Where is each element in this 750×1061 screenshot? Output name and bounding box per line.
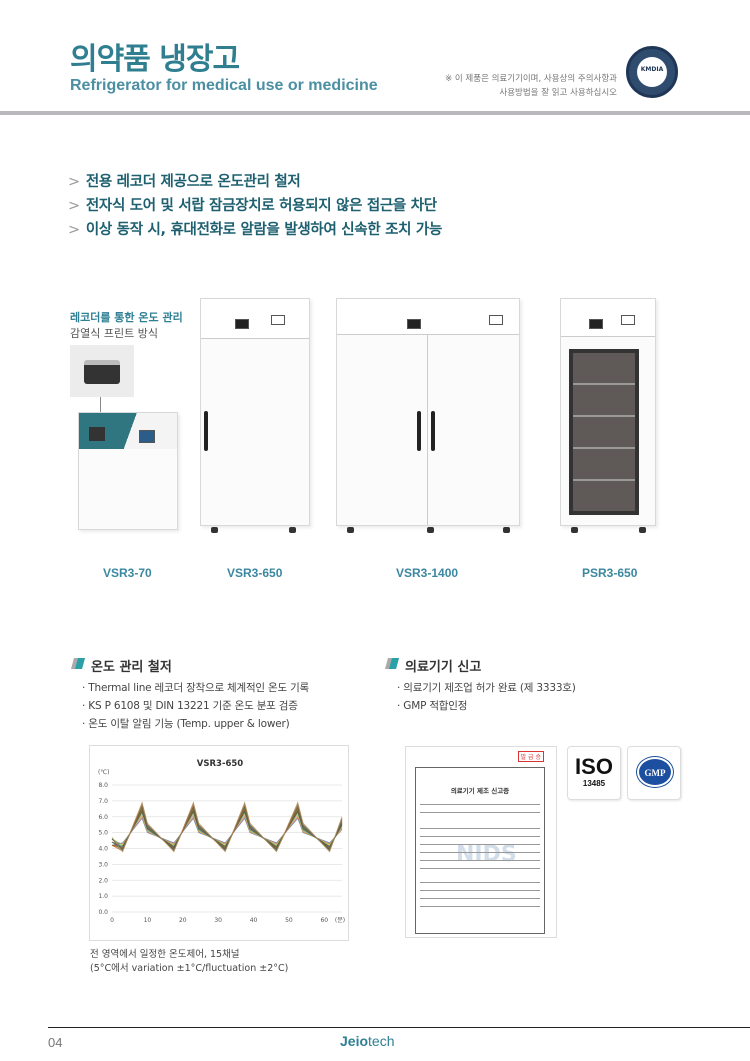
feature-text: 전자식 도어 및 서랍 잠금장치로 허용되지 않은 접근을 차단 [85,198,437,214]
product-image-psr3-650 [560,298,656,533]
kmdia-text: KMDIA [637,57,667,87]
x-tick-label: 60 [320,917,328,924]
chart-svg: VSR3-650 (℃) 0.0 1.0 2.0 3.0 4.0 5.0 6.0 7.0 8.0 0 1… [98,759,345,924]
x-tick-label: 20 [179,917,187,924]
product-image-vsr3-650 [200,298,310,533]
chart-caption: 전 영역에서 일정한 온도제어, 15채널 [90,949,240,960]
iso-number: 13485 [582,779,606,788]
footer-divider [48,1027,750,1028]
y-axis-label: (℃) [98,769,109,776]
product-label: VSR3-70 [103,566,152,580]
y-tick-label: 5.0 [98,830,108,837]
x-tick-label: 0 [110,917,114,924]
certificate-stamp: 발 급 승 [517,751,544,762]
chevron-right-icon: > [68,174,80,190]
chart-title: VSR3-650 [197,759,244,769]
page-number: 04 [48,1035,63,1050]
recorder-title: 레코더를 통한 온도 관리 [70,311,183,324]
brand-logo: Jeiotech [340,1033,395,1049]
gmp-text: GMP [644,768,666,778]
notice-line-1: ※ 이 제품은 의료기기이며, 사용상의 주의사항과 [445,74,617,84]
gmp-badge: GMP [627,746,681,800]
y-tick-label: 4.0 [98,846,108,853]
product-image-vsr3-70 [78,412,178,530]
section-marker-icon [71,658,85,669]
section-marker-icon [385,658,399,669]
iso-13485-badge: ISO 13485 [567,746,621,800]
y-tick-label: 6.0 [98,814,108,821]
list-item: · 온도 이탈 알림 기능 (Temp. upper & lower) [82,718,290,730]
product-label: PSR3-650 [582,566,638,580]
kmdia-badge-icon: KMDIA [626,46,678,98]
product-label: VSR3-650 [227,566,283,580]
x-tick-label: 30 [214,917,222,924]
y-tick-label: 7.0 [98,798,108,805]
chevron-right-icon: > [68,198,80,214]
certificate-image: 발 급 승 의료기기 제조 신고증 NIDS [405,746,557,938]
y-tick-label: 3.0 [98,861,108,868]
product-image-vsr3-1400 [336,298,520,533]
list-item: · Thermal line 레코더 장착으로 체계적인 온도 기록 [82,682,309,694]
section-title: 의료기기 신고 [405,660,482,675]
iso-text: ISO [575,754,613,779]
printer-image [70,345,134,397]
feature-item: > 이상 동작 시, 휴대전화로 알람을 발생하여 신속한 조치 가능 [68,218,442,239]
list-item: · GMP 적합인정 [397,700,468,712]
chevron-right-icon: > [68,222,80,238]
recorder-subtitle: 감열식 프린트 방식 [70,327,158,340]
x-tick-label: 10 [144,917,152,924]
list-item: · KS P 6108 및 DIN 13221 기준 온도 분포 검증 [82,700,298,712]
series-line-ch15 [111,801,343,853]
x-tick-label: 50 [285,917,293,924]
page-title: 의약품 냉장고 [70,42,240,77]
list-item: · 의료기기 제조업 허가 완료 (제 3333호) [397,682,576,694]
page-subtitle: Refrigerator for medical use or medicine [70,77,378,94]
section-title: 온도 관리 철저 [91,660,172,675]
x-tick-label: 40 [250,917,258,924]
header-divider [0,111,750,115]
feature-item: > 전용 레코더 제공으로 온도관리 철저 [68,170,301,191]
product-label: VSR3-1400 [396,566,459,580]
y-tick-label: 2.0 [98,877,108,884]
chart-caption: (5°C에서 variation ±1°C/fluctuation ±2°C) [90,963,289,974]
notice-line-2: 사용방법을 잘 읽고 사용하십시오 [499,88,617,98]
feature-item: > 전자식 도어 및 서랍 잠금장치로 허용되지 않은 접근을 차단 [68,194,437,215]
notice: ※ 이 제품은 의료기기이며, 사용상의 주의사항과 사용방법을 잘 읽고 사용… [445,72,617,100]
y-tick-label: 1.0 [98,893,108,900]
certificate-watermark: NIDS [456,842,517,867]
feature-text: 이상 동작 시, 휴대전화로 알람을 발생하여 신속한 조치 가능 [85,222,443,238]
certificate-title: 의료기기 제조 신고증 [450,787,510,795]
temperature-chart: VSR3-650 (℃) 0.0 1.0 2.0 3.0 4.0 5.0 6.0 7.0 8.0 0 1… [89,745,349,941]
feature-text: 전용 레코더 제공으로 온도관리 철저 [85,174,301,190]
y-tick-label: 8.0 [98,782,108,789]
y-tick-label: 0.0 [98,909,108,916]
x-axis-label: (분) [335,917,345,924]
gmp-seal-icon: GMP [636,756,674,788]
